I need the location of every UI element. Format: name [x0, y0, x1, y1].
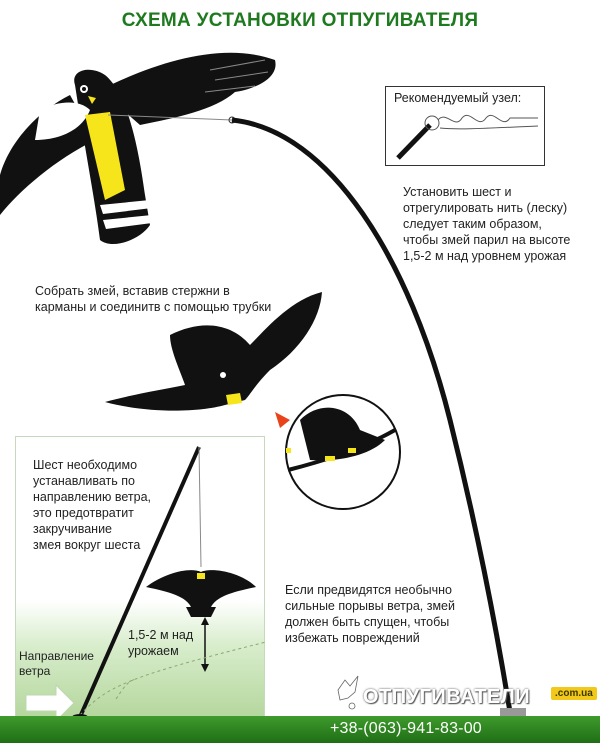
assemble-instruction: Собрать змей, вставив стержни в карманы …	[35, 284, 272, 314]
assembly-kite-icon	[105, 292, 322, 411]
pole-height-instruction: Установить шест и отрегулировать нить (л…	[403, 185, 571, 263]
diagram-title: СХЕМА УСТАНОВКИ ОТПУГИВАТЕЛЯ	[121, 10, 479, 31]
large-kite-icon	[0, 52, 276, 245]
contact-phone[interactable]: +38-(063)-941-83-00	[330, 720, 482, 737]
inset-illustration	[25, 446, 266, 721]
knot-label: Рекомендуемый узел:	[394, 91, 522, 105]
height-over-crop-label: 1,5-2 м над урожаем	[128, 628, 194, 658]
brand-name: ОТПУГИВАТЕЛИ	[363, 686, 531, 708]
wind-direction-label: Направление ветра	[19, 649, 94, 678]
magnifier-icon	[285, 394, 401, 510]
footer-bar	[0, 716, 600, 743]
wind-direction-instruction: Шест необходимо устанавливать по направл…	[33, 458, 151, 552]
recommended-knot-box: Рекомендуемый узел:	[385, 86, 545, 166]
wind-arrow-icon	[25, 683, 75, 721]
strong-wind-warning: Если предвидятся необычно сильные порывы…	[285, 583, 455, 645]
brand-domain: .com.ua	[551, 687, 597, 700]
field-inset-panel: Шест необходимо устанавливать по направл…	[15, 436, 266, 721]
